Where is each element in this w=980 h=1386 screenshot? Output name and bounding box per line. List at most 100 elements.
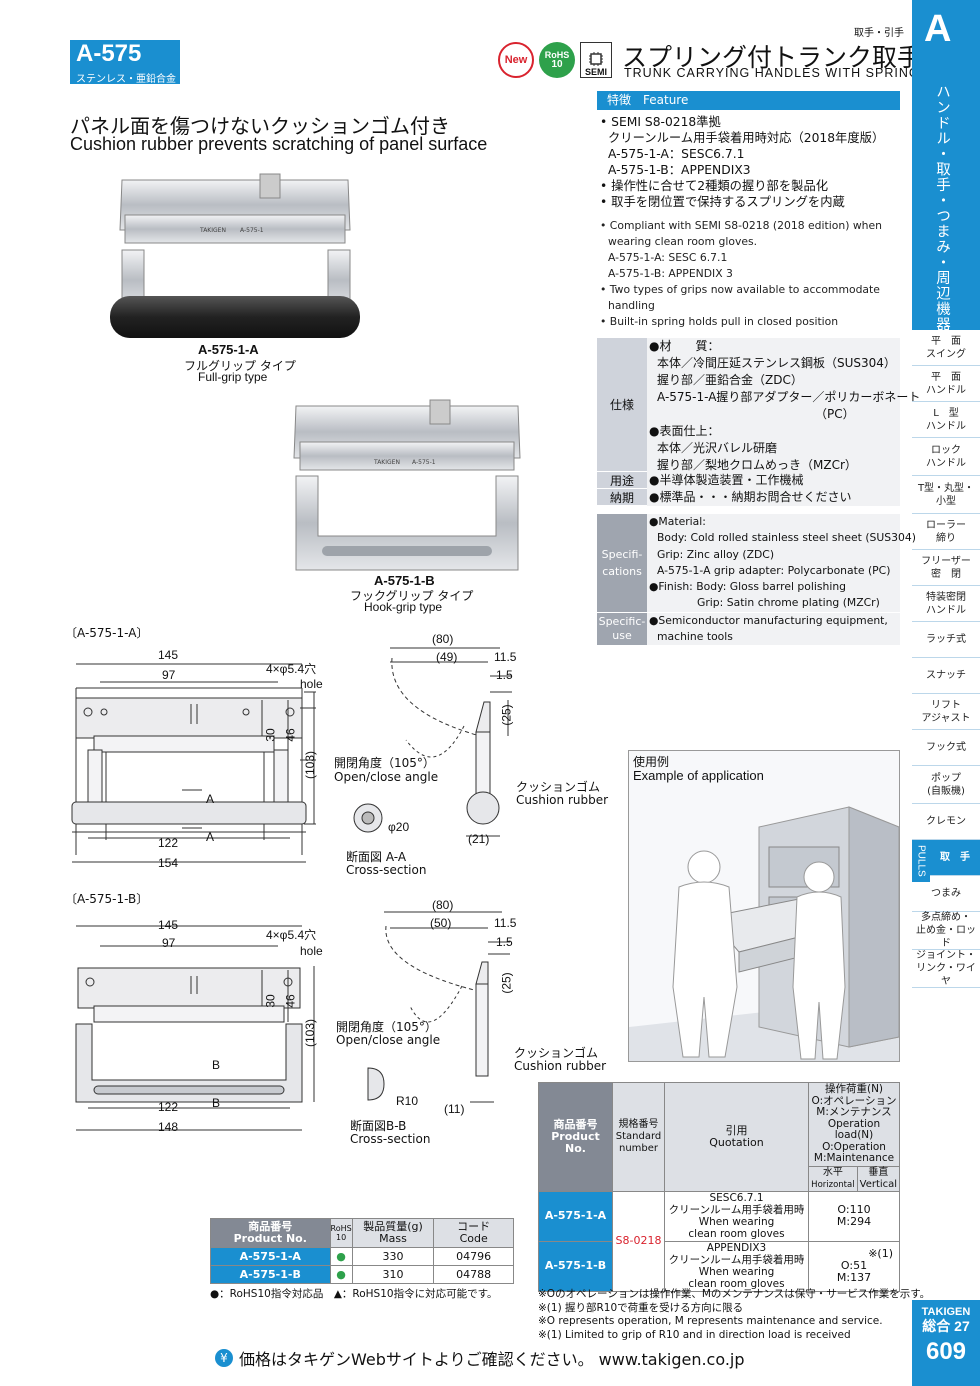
spec-line: A-575-1-A握り部アダプター／ポリカーボネート: [657, 390, 921, 404]
load-value-line: O:51: [840, 1259, 868, 1272]
headline-en: Cushion rubber prevents scratching of pa…: [70, 134, 488, 154]
dim-b-hole: 4×φ5.4穴: [266, 928, 317, 942]
mass-th-code-en: Code: [459, 1232, 488, 1245]
angle-a-jp: 開閉角度（105°）: [334, 756, 435, 770]
semi-badge: SEMI: [580, 42, 612, 78]
feature-jp-line: • 操作性に合せて2種類の握り部を製品化: [600, 179, 829, 193]
load-note: ※(1) 握り部R10で荷重を受ける方向に限る: [538, 1301, 744, 1314]
load-th-product-jp: 商品番号: [553, 1117, 598, 1131]
sidebar-item[interactable]: ラッチ式: [912, 622, 980, 658]
feature-jp-line: A-575-1-A：SESC6.7.1: [608, 147, 745, 161]
mass-cell-product: A-575-1-A: [210, 1247, 331, 1266]
dim-b-1-5: 1.5: [496, 935, 513, 949]
spec-en-use-label: Specific-use: [597, 613, 647, 645]
chip-icon: [589, 52, 603, 66]
sidebar-item[interactable]: 平 面 スイング: [912, 330, 980, 366]
load-th-horizontal-en: Horizontal: [811, 1179, 855, 1190]
feature-en-line: A-575-1-A: SESC 6.7.1: [608, 251, 728, 264]
load-th-load-line: 操作荷重(N): [824, 1083, 884, 1095]
model-box: A-575 ステンレス・亜鉛合金製: [70, 40, 180, 100]
title-en: TRUNK CARRYING HANDLES WITH SPRINGS: [624, 66, 929, 80]
section-b-mark: B: [212, 1058, 221, 1072]
sidebar-item[interactable]: フリーザー 密 閉: [912, 550, 980, 586]
spec-en-line: Body: Cold rolled stainless steel sheet …: [657, 531, 916, 545]
sidebar-item[interactable]: ポップ (自販機): [912, 766, 980, 804]
sidebar-item[interactable]: スナッチ: [912, 658, 980, 694]
product-b-type-jp: フックグリップ タイプ: [350, 589, 474, 603]
dim-b-r10: R10: [396, 1094, 419, 1108]
feature-jp-list: • SEMI S8-0218準拠 クリーンルーム用手袋着用時対応（2018年度版…: [600, 114, 884, 210]
section-a-jp: 断面図 A-A: [346, 850, 407, 864]
mass-th-product-jp: 商品番号: [248, 1220, 293, 1233]
section-a-mark-2: A: [206, 830, 215, 844]
section-a-mark: A: [206, 792, 215, 806]
dim-a-80: (80): [432, 632, 454, 646]
table-row: A-575-1-B APPENDIX3 クリーンルーム用手袋着用時 When w…: [538, 1240, 900, 1292]
mass-th-rohs-label: RoHS: [330, 1224, 352, 1233]
dim-a-30: 30: [263, 728, 278, 742]
sidebar-item[interactable]: 特装密閉 ハンドル: [912, 586, 980, 622]
sidebar-item[interactable]: ローラー 締り: [912, 514, 980, 550]
sidebar-item[interactable]: 多点締め・ 止め金・ロッド: [912, 912, 980, 950]
dim-a-97: 97: [162, 668, 176, 682]
dim-a-46: 46: [283, 728, 298, 742]
spec-line: ●表面仕上：: [649, 424, 720, 438]
dim-b-25: (25): [499, 972, 514, 994]
dim-b-145: 145: [158, 918, 179, 932]
mass-th-mass-en: Mass: [379, 1232, 407, 1245]
spec-lines: ●材 質： 本体／冷間圧延ステンレス鋼板（SUS304） 握り部／亜鉛合金（ZD…: [649, 338, 920, 474]
sidebar-item[interactable]: 取 手: [930, 840, 980, 876]
sidebar-item[interactable]: L 型 ハンドル: [912, 402, 980, 438]
rohs-label: RoHS: [544, 50, 570, 60]
product-b-type-en: Hook-grip type: [364, 600, 443, 614]
plate-code-a: A-575-1: [240, 227, 264, 234]
sidebar-item[interactable]: フック式: [912, 730, 980, 766]
feature-jp-line: A-575-1-B：APPENDIX3: [608, 163, 751, 177]
spec-en-line: Grip: Zinc alloy (ZDC): [657, 547, 775, 561]
mass-cell-product: A-575-1-B: [210, 1265, 331, 1284]
load-quote-line: clean room gloves: [688, 1278, 785, 1290]
load-cell-std: S8-0218: [612, 1190, 665, 1292]
footer-text[interactable]: 価格はタキゲンWebサイトよりご確認ください。 www.takigen.co.j…: [239, 1350, 745, 1369]
feature-header: 特徴 Feature: [597, 91, 900, 110]
sidebar-letter: A: [924, 8, 952, 50]
sidebar-item[interactable]: T型・丸型・ 小型: [912, 476, 980, 514]
plate-text-b: TAKIGEN: [373, 459, 400, 466]
sidebar-item[interactable]: ロック ハンドル: [912, 438, 980, 476]
sidebar-category: ハンドル・取手・つまみ・周辺機器: [934, 84, 950, 332]
dim-b-148: 148: [158, 1120, 179, 1134]
load-note: ※Oのオペレーションは操作作業、Mのメンテナンスは保守・サービス作業を示す。: [538, 1288, 931, 1300]
section-b-mark-2: B: [212, 1096, 221, 1110]
catalog-no: 27: [954, 1318, 970, 1334]
rohs-sub: 10: [551, 59, 563, 70]
sidebar-item[interactable]: ジョイント・ リンク・ワイヤ: [912, 950, 980, 988]
load-quote-line: clean room gloves: [688, 1228, 785, 1240]
dim-a-1-5: 1.5: [496, 668, 513, 682]
spec-label: 仕様: [597, 338, 647, 472]
load-th-vertical-jp: 垂直: [868, 1166, 889, 1178]
application-illustration: [629, 806, 899, 1061]
cushion-b-en: Cushion rubber: [514, 1059, 607, 1073]
section-b-jp: 断面図B-B: [350, 1119, 407, 1133]
pulls-tab: PULLS: [912, 840, 930, 882]
spec-en-line: Grip: Satin chrome plating (MZCr): [697, 596, 880, 610]
dim-a-21: (21): [468, 832, 490, 846]
sidebar-item[interactable]: クレモン: [912, 804, 980, 840]
page-number: 609: [925, 1338, 967, 1365]
sidebar-item[interactable]: リフト アジャスト: [912, 694, 980, 730]
cushion-a-jp: クッションゴム: [516, 780, 601, 794]
spec-line: 握り部／亜鉛合金（ZDC）: [657, 373, 803, 387]
sidebar-item[interactable]: つまみ: [912, 876, 980, 912]
model-material: ステンレス・亜鉛合金製: [76, 74, 176, 100]
catalog-label: 総合: [922, 1318, 951, 1334]
mass-cell-rohs: ●: [329, 1247, 353, 1266]
sidebar-item[interactable]: 平 面 ハンドル: [912, 366, 980, 402]
spec-en-lines: ●Material: Body: Cold rolled stainless s…: [649, 514, 916, 612]
mass-cell-code: 04788: [433, 1265, 514, 1284]
